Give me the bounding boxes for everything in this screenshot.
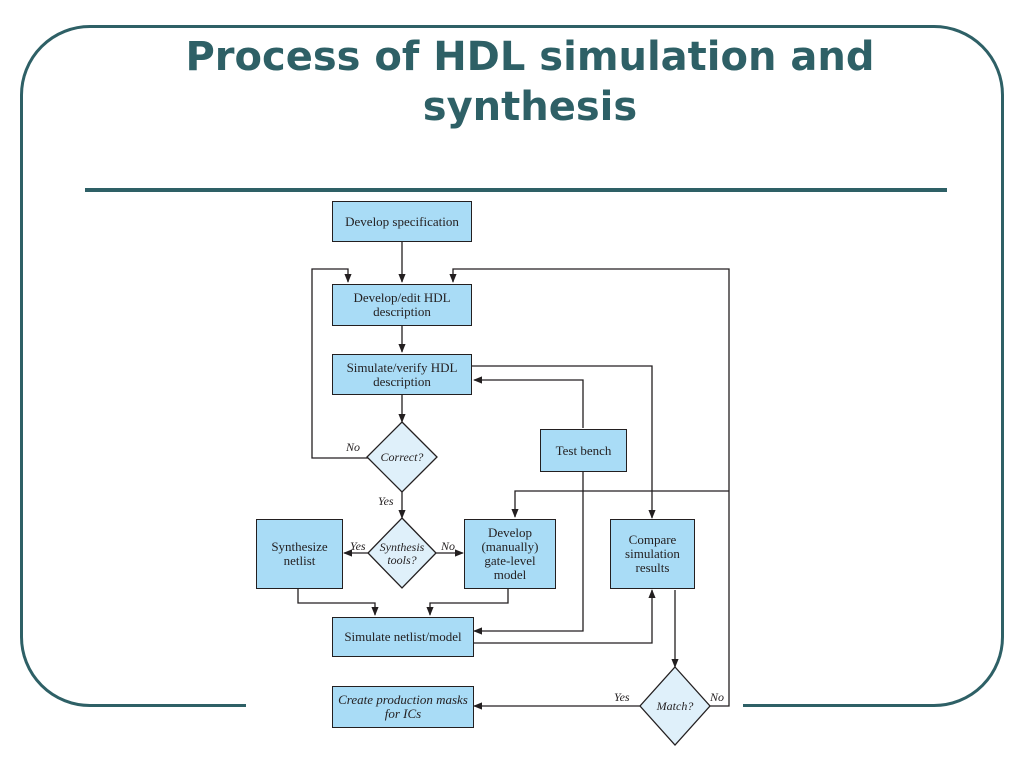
edge-testbench-to-simverify	[473, 376, 584, 428]
edge-testbench-to-simnet	[473, 472, 584, 635]
synthesis-yes-label: Yes	[350, 539, 366, 553]
match-diamond	[639, 666, 711, 746]
correct-text: Correct?	[380, 449, 424, 464]
synthesize-netlist-box: Synthesize netlist	[256, 519, 343, 589]
match-yes-label: Yes	[614, 690, 630, 704]
synthesis-no-label: No	[441, 539, 456, 553]
develop-specification-box: Develop specification	[332, 201, 472, 242]
compare-results-box: Compare simulation results	[610, 519, 695, 589]
simulate-netlist-box: Simulate netlist/model	[332, 617, 474, 657]
correct-diamond	[366, 421, 438, 493]
test-bench-box: Test bench	[540, 429, 627, 472]
correct-no-label: No	[346, 440, 361, 454]
slide-title: Process of HDL simulation and synthesis	[185, 34, 875, 130]
synthesis-tools-diamond	[367, 517, 437, 589]
match-no-label: No	[710, 690, 725, 704]
develop-manual-model-box: Develop (manually) gate-level model	[464, 519, 556, 589]
develop-edit-hdl-box: Develop/edit HDL description	[332, 284, 472, 326]
correct-yes-label: Yes	[378, 494, 394, 508]
title-rule	[85, 188, 947, 192]
edge-match-no-to-edit	[449, 268, 730, 707]
edge-synth-to-simnet	[297, 589, 379, 616]
create-masks-box: Create production masks for ICs	[332, 686, 474, 728]
edge-correct-no	[311, 268, 368, 459]
edge-simnet-to-compare	[474, 589, 656, 644]
edge-manual-to-simnet	[426, 589, 509, 616]
synthesis-tools-text: Synthesis tools?	[379, 540, 425, 567]
match-text: Match?	[656, 698, 694, 713]
edge-match-no-to-manual	[511, 490, 729, 518]
simulate-verify-hdl-box: Simulate/verify HDL description	[332, 354, 472, 395]
edge-simverify-to-compare	[472, 365, 656, 519]
